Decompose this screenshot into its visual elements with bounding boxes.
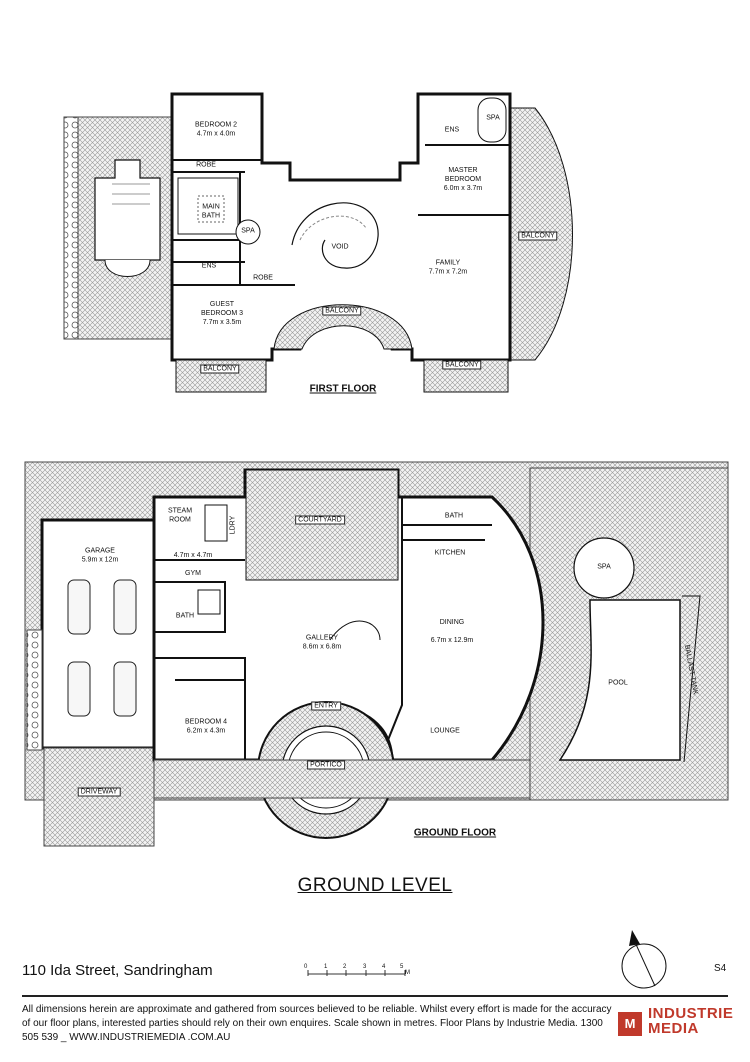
industrie-media-logo: M INDUSTRIE MEDIA: [618, 1006, 733, 1046]
label-gym: 4.7m x 4.7m GYM: [173, 551, 213, 577]
footer-rule: [22, 995, 728, 997]
label-spa-ground: SPA: [597, 563, 611, 571]
tag-courtyard: COURTYARD: [295, 515, 345, 525]
tag-portico: PORTICO: [307, 760, 345, 770]
scale-tick-5: 5: [400, 964, 404, 970]
label-void: VOID: [331, 243, 349, 251]
north-arrow-icon: [621, 930, 667, 989]
scale-tick-2: 2: [343, 964, 347, 970]
ground-floor-title: GROUND FLOOR: [413, 827, 497, 839]
tag-driveway: DRIVEWAY: [77, 787, 121, 797]
label-spa-first: SPA: [241, 227, 255, 235]
car-icons: [67, 579, 137, 717]
scale-tick-4: 4: [382, 964, 386, 970]
label-pool: POOL: [608, 679, 628, 687]
label-kitchen: KITCHEN: [434, 549, 466, 557]
label-robe2: ROBE: [253, 274, 273, 282]
brand-name-line1: INDUSTRIE: [648, 1005, 734, 1022]
sheet-id: S4: [714, 963, 727, 974]
brand-name-line2: MEDIA: [648, 1020, 699, 1037]
label-guest-bedroom: GUEST BEDROOM 3 7.7m x 3.5m: [200, 300, 244, 326]
tag-balcony-right: BALCONY: [442, 360, 482, 370]
scale-tick-0: 0: [304, 964, 308, 970]
label-bedroom4: BEDROOM 4 6.2m x 4.3m: [184, 718, 228, 734]
label-ens1: ENS: [201, 262, 217, 270]
first-floor-title: FIRST FLOOR: [309, 383, 377, 395]
label-main-bath: MAIN BATH: [201, 203, 221, 219]
property-address: 110 Ida Street, Sandringham: [22, 962, 213, 979]
label-gallery: GALLERY 8.6m x 6.8m: [302, 634, 342, 650]
label-master-bedroom: MASTER BEDROOM 6.0m x 3.7m: [443, 166, 483, 192]
label-spa2: SPA: [486, 114, 500, 122]
label-bath-ground2: BATH: [444, 512, 464, 520]
brand-mark-icon: M: [618, 1012, 642, 1036]
scale-tick-3: 3: [363, 964, 367, 970]
first-floor-plan: [63, 92, 573, 393]
label-garage: GARAGE 5.9m x 12m: [81, 547, 119, 563]
tag-balcony-center: BALCONY: [322, 306, 362, 316]
scale-bar-graphic: [307, 970, 406, 976]
label-robe1: ROBE: [196, 161, 216, 169]
label-family: FAMILY 7.7m x 7.2m: [428, 259, 468, 275]
tag-balcony-left: BALCONY: [200, 364, 240, 374]
level-title: GROUND LEVEL: [297, 875, 453, 896]
label-lounge: LOUNGE: [430, 727, 460, 735]
label-dining: DINING 6.7m x 12.9m: [430, 618, 474, 644]
brand-name: INDUSTRIE MEDIA: [648, 1006, 733, 1036]
disclaimer-text: All dimensions herein are approximate an…: [22, 1004, 612, 1043]
tag-balcony-east: BALCONY: [518, 231, 558, 241]
label-bath-ground1: BATH: [175, 612, 195, 620]
scale-unit: M: [405, 970, 410, 976]
label-bedroom2: BEDROOM 2 4.7m x 4.0m: [194, 121, 238, 137]
ground-floor-plan: [24, 461, 729, 847]
label-ldry: LDRY: [229, 515, 237, 535]
label-ens2: ENS: [444, 126, 460, 134]
label-steam-room: STEAM ROOM: [167, 507, 193, 523]
tag-entry: ENTRY: [311, 701, 341, 711]
scale-tick-1: 1: [324, 964, 328, 970]
